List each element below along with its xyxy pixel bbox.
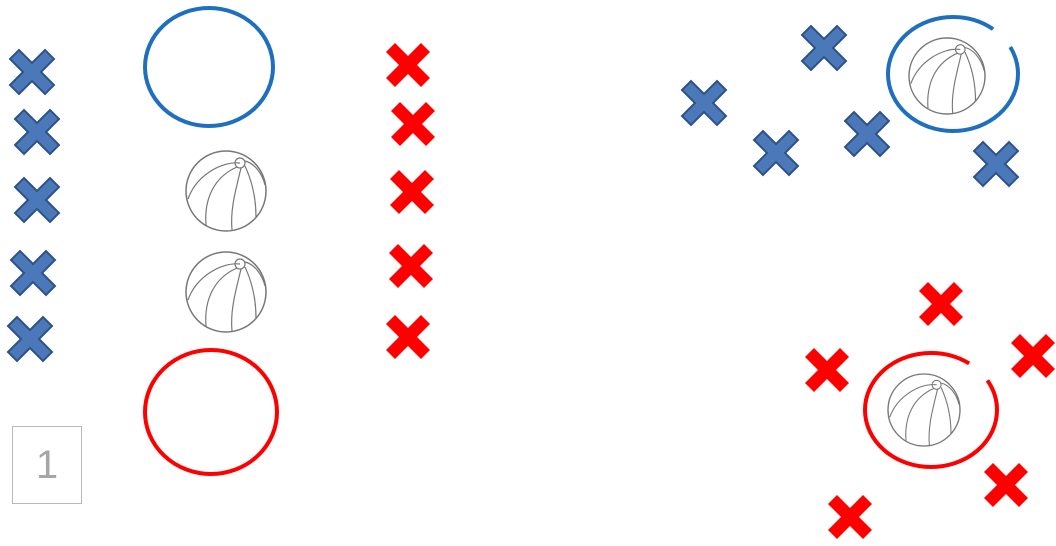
- blue-x-icon: [11, 251, 55, 295]
- red-x-icon: [389, 244, 433, 288]
- blue-x-icon: [802, 26, 846, 70]
- beach-ball-icon: [888, 374, 960, 446]
- red-x-icon: [805, 348, 849, 392]
- blue-x-icon: [845, 112, 889, 156]
- red-x-icon: [984, 463, 1028, 507]
- blue-x-icon: [682, 81, 726, 125]
- blue-group: [682, 17, 1018, 186]
- blue-x-icon: [974, 142, 1018, 186]
- red-x-icon: [386, 43, 430, 87]
- beach-ball-icon: [186, 151, 266, 231]
- red-group: [805, 282, 1055, 539]
- step-number-box: 1: [12, 426, 82, 504]
- red-x-icon: [386, 315, 430, 359]
- blue-x-icon: [15, 178, 59, 222]
- blue-x-icon: [15, 110, 59, 154]
- red-ring-icon: [145, 350, 277, 474]
- equipment-column: [145, 8, 277, 474]
- blue-x-icon: [10, 50, 54, 94]
- step-number: 1: [36, 443, 58, 488]
- blue-marker-column: [8, 50, 59, 361]
- red-x-icon: [390, 170, 434, 214]
- blue-x-icon: [754, 131, 798, 175]
- red-marker-column: [386, 43, 435, 359]
- beach-ball-icon: [186, 252, 266, 332]
- beach-ball-icon: [909, 38, 985, 114]
- red-x-icon: [391, 102, 435, 146]
- blue-x-icon: [8, 317, 52, 361]
- red-x-icon: [828, 495, 872, 539]
- red-x-icon: [919, 282, 963, 326]
- blue-ring-icon: [145, 8, 273, 126]
- red-x-icon: [1011, 334, 1055, 378]
